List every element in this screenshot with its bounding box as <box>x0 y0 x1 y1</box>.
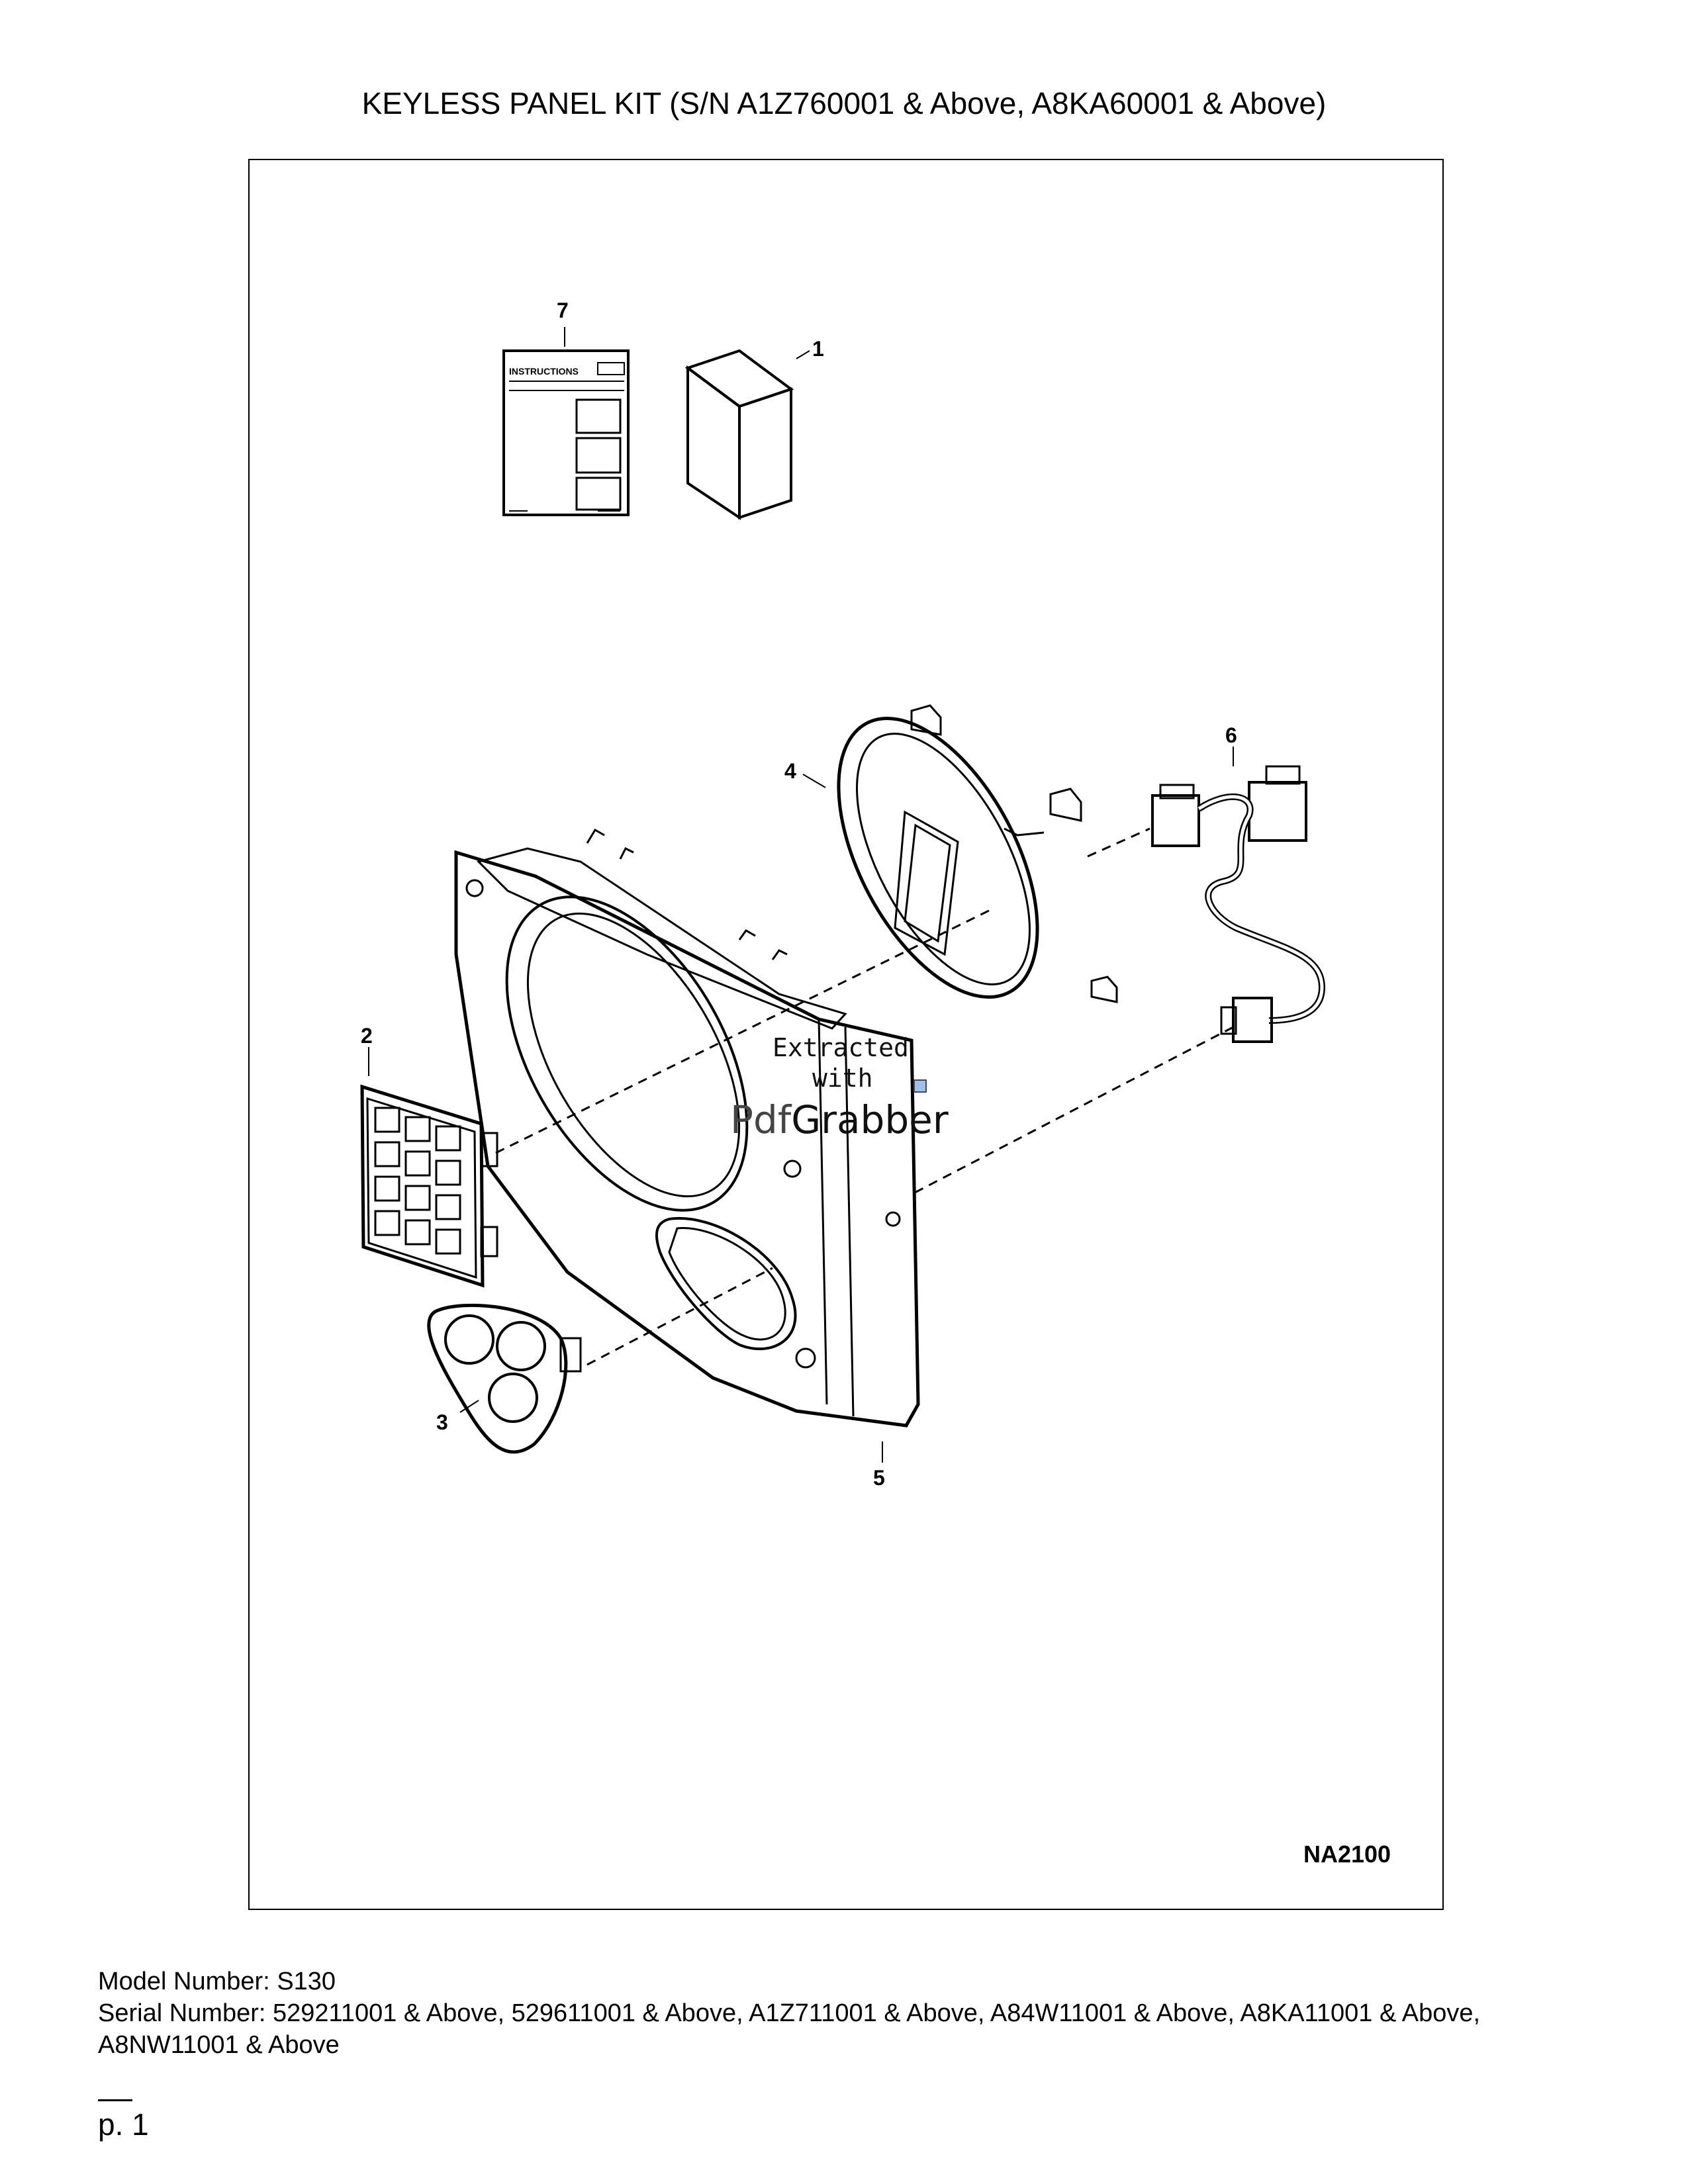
figure-id: NA2100 <box>1303 1841 1391 1868</box>
pdfgrabber-watermark: Extracted with PdfGrabber <box>730 1033 949 1142</box>
instructions-sheet: INSTRUCTIONS <box>502 349 630 516</box>
callout-7: 7 <box>557 298 569 322</box>
switch-pad <box>427 1303 582 1454</box>
assembly-lines <box>495 827 1234 1366</box>
instructions-label: INSTRUCTIONS <box>509 366 579 377</box>
callout-5: 5 <box>873 1466 885 1490</box>
watermark-logo-icon <box>914 1079 927 1093</box>
page-footer: Model Number: S130 Serial Number: 529211… <box>98 1966 1607 2061</box>
callout-4: 4 <box>784 759 796 783</box>
parts-diagram: INSTRUCTIONS <box>360 298 1391 1868</box>
bezel-ring <box>837 704 1118 1003</box>
page-number: p. 1 <box>98 2107 149 2142</box>
watermark-line2: with <box>812 1064 873 1093</box>
callout-3: 3 <box>436 1410 448 1434</box>
kit-box <box>684 349 794 520</box>
keypad <box>360 1084 498 1288</box>
serial-number: Serial Number: 529211001 & Above, 529611… <box>98 1999 1481 2059</box>
leader-lines <box>368 327 1234 1463</box>
watermark-brand-a: Pdf <box>730 1097 792 1142</box>
footer-rule <box>98 2099 132 2101</box>
watermark-brand: PdfGrabber <box>730 1097 949 1142</box>
callout-6: 6 <box>1225 723 1237 747</box>
model-number: Model Number: S130 <box>98 1968 336 1995</box>
callout-2: 2 <box>361 1024 373 1048</box>
watermark-brand-b: Grabber <box>791 1097 949 1142</box>
watermark-line1: Extracted <box>773 1033 909 1062</box>
callout-1: 1 <box>812 337 824 361</box>
parts-diagram-frame: INSTRUCTIONS <box>248 159 1444 1910</box>
page-title: KEYLESS PANEL KIT (S/N A1Z760001 & Above… <box>361 86 1327 120</box>
wire-harness <box>1151 765 1326 1043</box>
